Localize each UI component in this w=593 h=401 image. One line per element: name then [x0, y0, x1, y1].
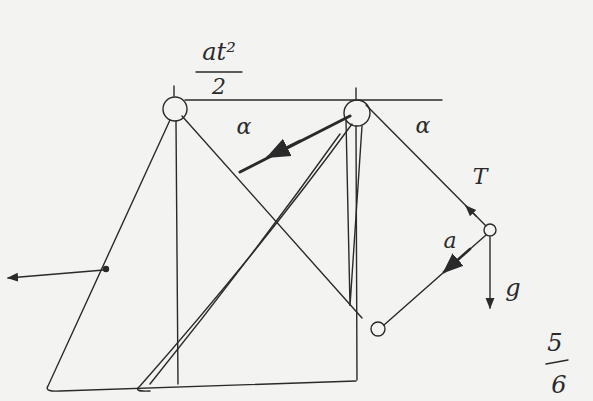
reference-line	[185, 99, 442, 100]
acceleration-label: a	[443, 230, 456, 252]
dot	[104, 267, 109, 272]
wedge	[47, 120, 356, 391]
tension-arrow	[466, 206, 476, 216]
fraction-bar	[196, 71, 242, 72]
force-arrow	[268, 141, 300, 157]
tension-label: T	[473, 166, 488, 188]
mass	[484, 224, 496, 236]
acceleration-arrow	[444, 249, 470, 272]
pulley-mount	[355, 88, 356, 99]
string	[384, 235, 486, 325]
fraction-bar	[546, 360, 568, 364]
gravity-arrow	[489, 237, 490, 308]
fraction-numerator: 5	[547, 331, 562, 355]
wedge	[150, 134, 340, 384]
wedge	[138, 124, 352, 391]
angle-label: α	[416, 115, 431, 137]
formula-denominator: 2	[212, 76, 226, 98]
string-loop	[346, 120, 362, 306]
string	[366, 105, 486, 226]
mass	[371, 322, 385, 336]
pulley-mount	[173, 86, 174, 96]
wedge-edge	[356, 126, 357, 380]
gravity-label: g	[505, 276, 520, 300]
pulley	[344, 100, 370, 126]
fraction-denominator: 6	[551, 373, 566, 397]
motion-arrow	[8, 270, 104, 278]
formula-numerator: at²	[202, 40, 236, 64]
angle-label: α	[237, 116, 252, 138]
